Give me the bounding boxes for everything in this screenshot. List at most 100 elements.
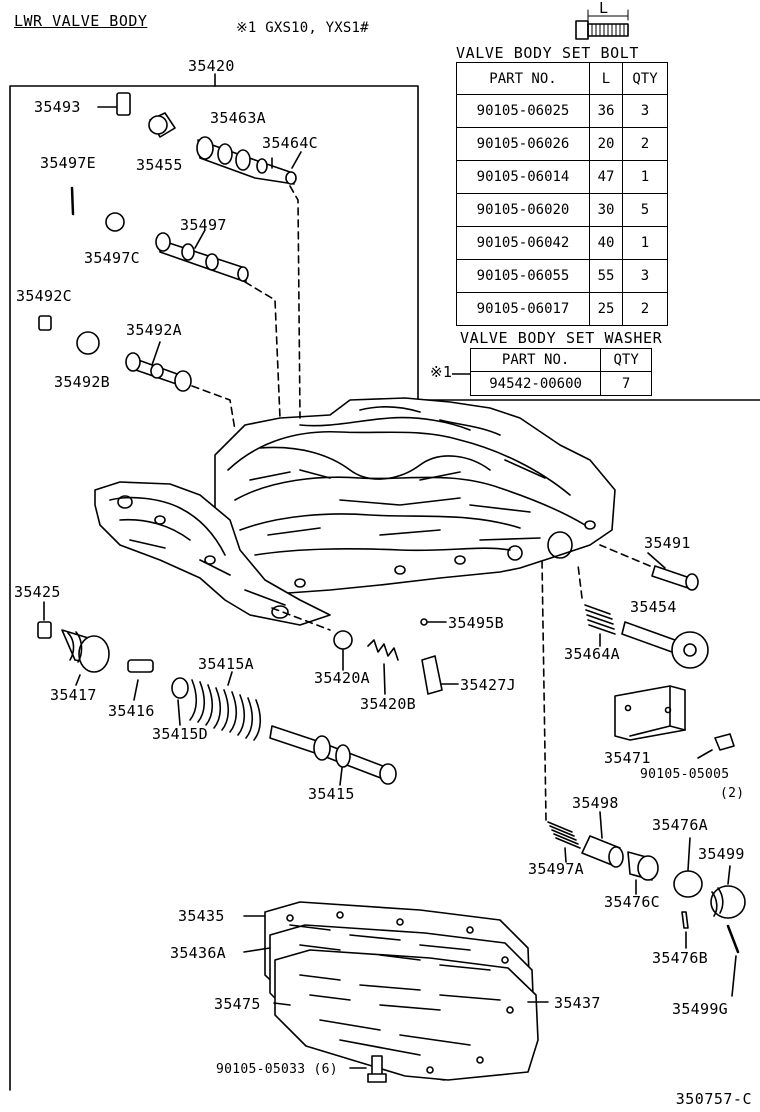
washer-col-qty: QTY	[600, 348, 652, 372]
callout-35437: 35437	[554, 994, 601, 1012]
bolt-length-icon	[575, 9, 629, 40]
part-35420A-shape	[333, 630, 353, 650]
part-35492B-shape	[76, 331, 100, 355]
bolt-table-title: VALVE BODY SET BOLT	[456, 44, 639, 62]
part-35417-shape	[61, 629, 110, 686]
callout-35415: 35415	[308, 785, 355, 803]
part-35497E-shape	[70, 186, 75, 216]
part-35425-shape	[37, 621, 52, 639]
callout-35476C: 35476C	[604, 893, 660, 911]
bolt-part-no: 90105-06020	[456, 193, 590, 227]
callout-35420B: 35420B	[360, 695, 416, 713]
callout-35416: 35416	[108, 702, 155, 720]
callout-35497: 35497	[180, 216, 227, 234]
part-35464A-spring-shape	[584, 604, 616, 647]
lower-valve-body-shape	[94, 481, 331, 626]
washer-table-header-row: PART NO. QTY	[469, 348, 652, 372]
leader-35497A	[541, 559, 547, 821]
bolt-length: 36	[589, 94, 623, 128]
part-35415-valve-shape	[269, 725, 397, 786]
bolt-part-no: 90105-06055	[456, 259, 590, 293]
callout-90105-05005-qty: (2)	[720, 786, 745, 801]
part-35497C-shape	[105, 212, 125, 232]
callout-35476B: 35476B	[652, 949, 708, 967]
part-35498-shape	[581, 811, 624, 868]
callout-35463A: 35463A	[210, 109, 266, 127]
bolt-table-row: 90105-06014 47 1	[456, 160, 668, 194]
callout-35425: 35425	[14, 583, 61, 601]
bolt-part-no: 90105-06014	[456, 160, 590, 194]
callout-90105-05005: 90105-05005	[640, 767, 730, 782]
washer-part-no: 94542-00600	[469, 371, 602, 396]
part-35420B-spring-shape	[367, 639, 399, 695]
separator-plates-shape	[264, 901, 539, 1081]
part-35492A-valve-shape	[125, 341, 192, 392]
callout-35475: 35475	[214, 995, 261, 1013]
leader-35464A	[577, 564, 583, 599]
part-35415A-spring-shape	[171, 671, 262, 741]
part-35427J-shape	[421, 655, 459, 695]
bolt-part-no: 90105-06017	[456, 292, 590, 326]
leader-35497	[244, 281, 281, 419]
callout-35415A: 35415A	[198, 655, 254, 673]
callout-35495B: 35495B	[448, 614, 504, 632]
washer-marker: ※1	[430, 363, 453, 381]
callout-35498: 35498	[572, 794, 619, 812]
callout-35491: 35491	[644, 534, 691, 552]
illustration-reference: 350757-C	[675, 1090, 752, 1108]
bolt-qty: 2	[622, 127, 668, 161]
part-35499G-shape	[726, 924, 740, 997]
part-35416-shape	[127, 659, 154, 701]
part-35463A-valve-shape	[196, 136, 297, 185]
part-35495B-shape	[420, 618, 428, 626]
bolt-table-header-row: PART NO. L QTY	[456, 62, 668, 95]
callout-35427J: 35427J	[460, 676, 516, 694]
assembly-number-label: 35420	[188, 57, 235, 75]
callout-35497A: 35497A	[528, 860, 584, 878]
part-35497-valve-shape	[155, 229, 249, 283]
bolt-length: 25	[589, 292, 623, 326]
bolt-length: 40	[589, 226, 623, 260]
bolt-length: 47	[589, 160, 623, 194]
part-35497A-spring-shape	[547, 821, 581, 863]
callout-35497E: 35497E	[40, 154, 96, 172]
callout-35464A: 35464A	[564, 645, 620, 663]
leader-35492A	[191, 385, 236, 431]
upper-valve-body-shape	[214, 397, 616, 596]
callout-35464C: 35464C	[262, 134, 318, 152]
callout-35417: 35417	[50, 686, 97, 704]
callout-35436A: 35436A	[170, 944, 226, 962]
part-35454-shape	[621, 621, 709, 669]
callout-35499G: 35499G	[672, 1000, 728, 1018]
leader-35415	[271, 607, 331, 631]
bolt-qty: 2	[622, 292, 668, 326]
bolt-length-symbol: L	[599, 0, 609, 17]
washer-table-title: VALVE BODY SET WASHER	[460, 329, 663, 347]
bolt-table-row: 90105-06025 36 3	[456, 94, 668, 128]
model-note: ※1 GXS10, YXS1#	[236, 20, 369, 36]
leader-35491	[599, 544, 651, 567]
bolt-table-row: 90105-06017 25 2	[456, 292, 668, 326]
bolt-col-length: L	[589, 62, 623, 95]
part-35492C-shape	[38, 315, 52, 331]
callout-35492C: 35492C	[16, 287, 72, 305]
bolt-length: 30	[589, 193, 623, 227]
bolt-col-qty: QTY	[622, 62, 668, 95]
washer-col-part-no: PART NO.	[469, 348, 602, 372]
callout-35455: 35455	[136, 156, 183, 174]
bolt-qty: 1	[622, 160, 668, 194]
callout-35492B: 35492B	[54, 373, 110, 391]
part-35455-shape	[148, 112, 176, 138]
bolt-length: 20	[589, 127, 623, 161]
bolt-table-row: 90105-06042 40 1	[456, 226, 668, 260]
part-35471-plate-shape	[614, 685, 686, 741]
callout-35454: 35454	[630, 598, 677, 616]
callout-35493: 35493	[34, 98, 81, 116]
leader-35463A	[289, 185, 301, 419]
bolt-qty: 5	[622, 193, 668, 227]
bolt-col-part-no: PART NO.	[456, 62, 590, 95]
callout-35415D: 35415D	[152, 725, 208, 743]
callout-35499: 35499	[698, 845, 745, 863]
callout-35476A: 35476A	[652, 816, 708, 834]
